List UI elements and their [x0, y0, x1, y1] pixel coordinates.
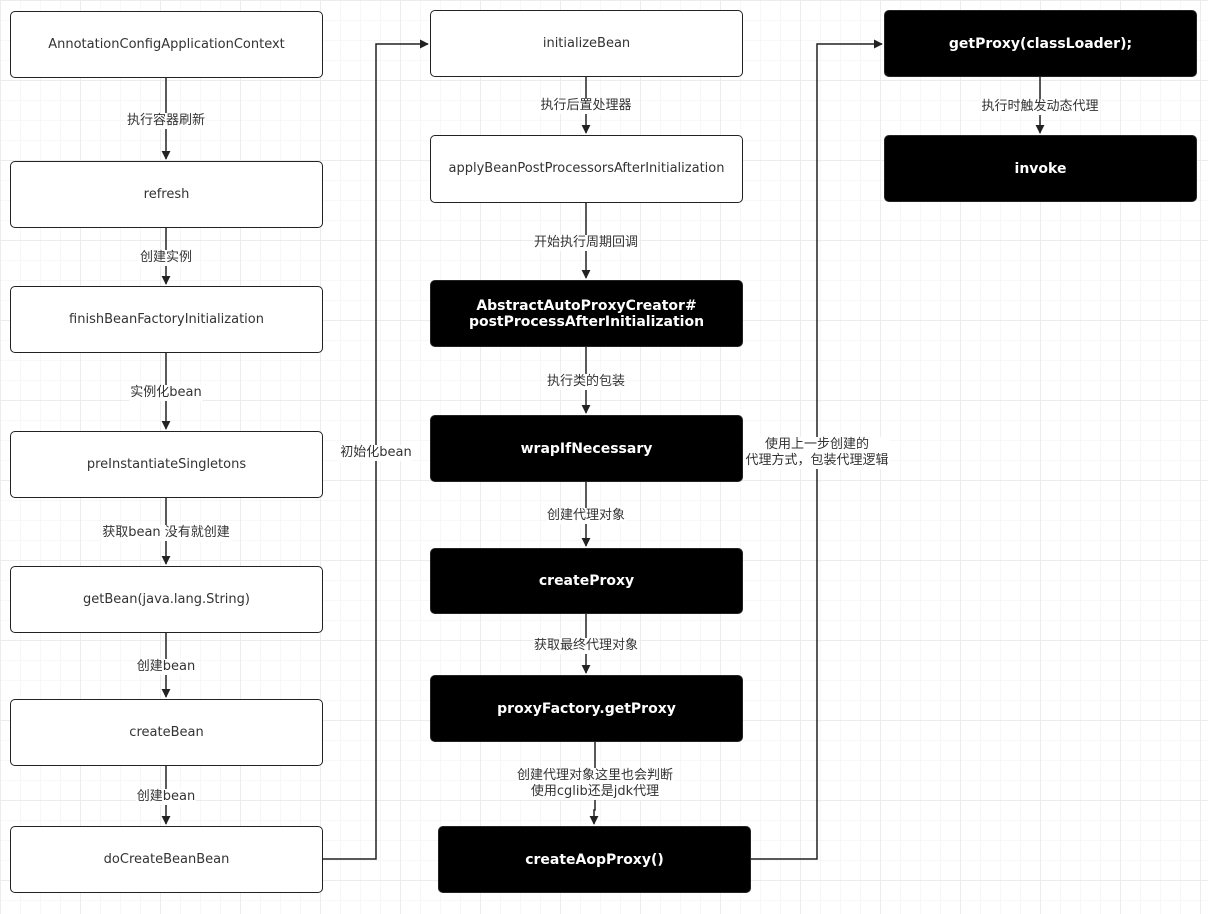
label-create-bean-1: 创建bean [135, 659, 197, 675]
label-trigger-dynamic-proxy: 执行时触发动态代理 [980, 99, 1100, 115]
label-refresh-container: 执行容器刷新 [125, 113, 207, 129]
node-invoke: invoke [884, 135, 1197, 202]
node-abstract-apc-line1: AbstractAutoProxyCreator# [476, 297, 697, 314]
label-get-or-create-bean: 获取bean 没有就创建 [101, 525, 231, 541]
node-abstract-auto-proxy-creator: AbstractAutoProxyCreator# postProcessAft… [430, 280, 743, 347]
node-create-proxy: createProxy [430, 548, 743, 614]
node-create-aop-proxy: createAopProxy() [438, 826, 751, 893]
node-get-bean: getBean(java.lang.String) [10, 566, 323, 633]
node-apply-bean-post-processors: applyBeanPostProcessorsAfterInitializati… [430, 135, 743, 203]
label-judge-line1: 创建代理对象这里也会判断 [516, 768, 674, 783]
node-do-create-bean: doCreateBeanBean [10, 826, 323, 893]
label-create-bean-2: 创建bean [135, 789, 197, 805]
label-create-instance: 创建实例 [138, 250, 194, 266]
node-pre-instantiate-singletons: preInstantiateSingletons [10, 431, 323, 498]
label-run-post-processor: 执行后置处理器 [539, 98, 633, 114]
node-create-bean: createBean [10, 699, 323, 766]
node-initialize-bean: initializeBean [430, 10, 743, 77]
label-instantiate-bean: 实例化bean [129, 385, 203, 401]
label-use-prev-line1: 使用上一步创建的 [764, 437, 870, 452]
label-start-lifecycle-callback: 开始执行周期回调 [532, 235, 640, 251]
label-judge-cglib-jdk: 创建代理对象这里也会判断 使用cglib还是jdk代理 [515, 768, 675, 800]
node-proxy-factory-get-proxy: proxyFactory.getProxy [430, 675, 743, 742]
label-wrap-class: 执行类的包装 [545, 374, 627, 390]
label-use-prev-proxy: 使用上一步创建的 代理方式，包装代理逻辑 [744, 437, 890, 469]
label-use-prev-line2: 代理方式，包装代理逻辑 [745, 453, 889, 468]
node-annotation-config-application-context: AnnotationConfigApplicationContext [10, 11, 323, 78]
node-abstract-apc-line2: postProcessAfterInitialization [468, 313, 705, 330]
label-init-bean: 初始化bean [339, 445, 413, 461]
node-get-proxy-class-loader: getProxy(classLoader); [884, 10, 1197, 77]
node-refresh: refresh [10, 161, 323, 228]
label-get-final-proxy: 获取最终代理对象 [532, 638, 640, 654]
node-wrap-if-necessary: wrapIfNecessary [430, 415, 743, 482]
label-create-proxy-object: 创建代理对象 [545, 508, 627, 524]
label-judge-line2: 使用cglib还是jdk代理 [530, 784, 660, 799]
node-finish-bean-factory-initialization: finishBeanFactoryInitialization [10, 286, 323, 353]
